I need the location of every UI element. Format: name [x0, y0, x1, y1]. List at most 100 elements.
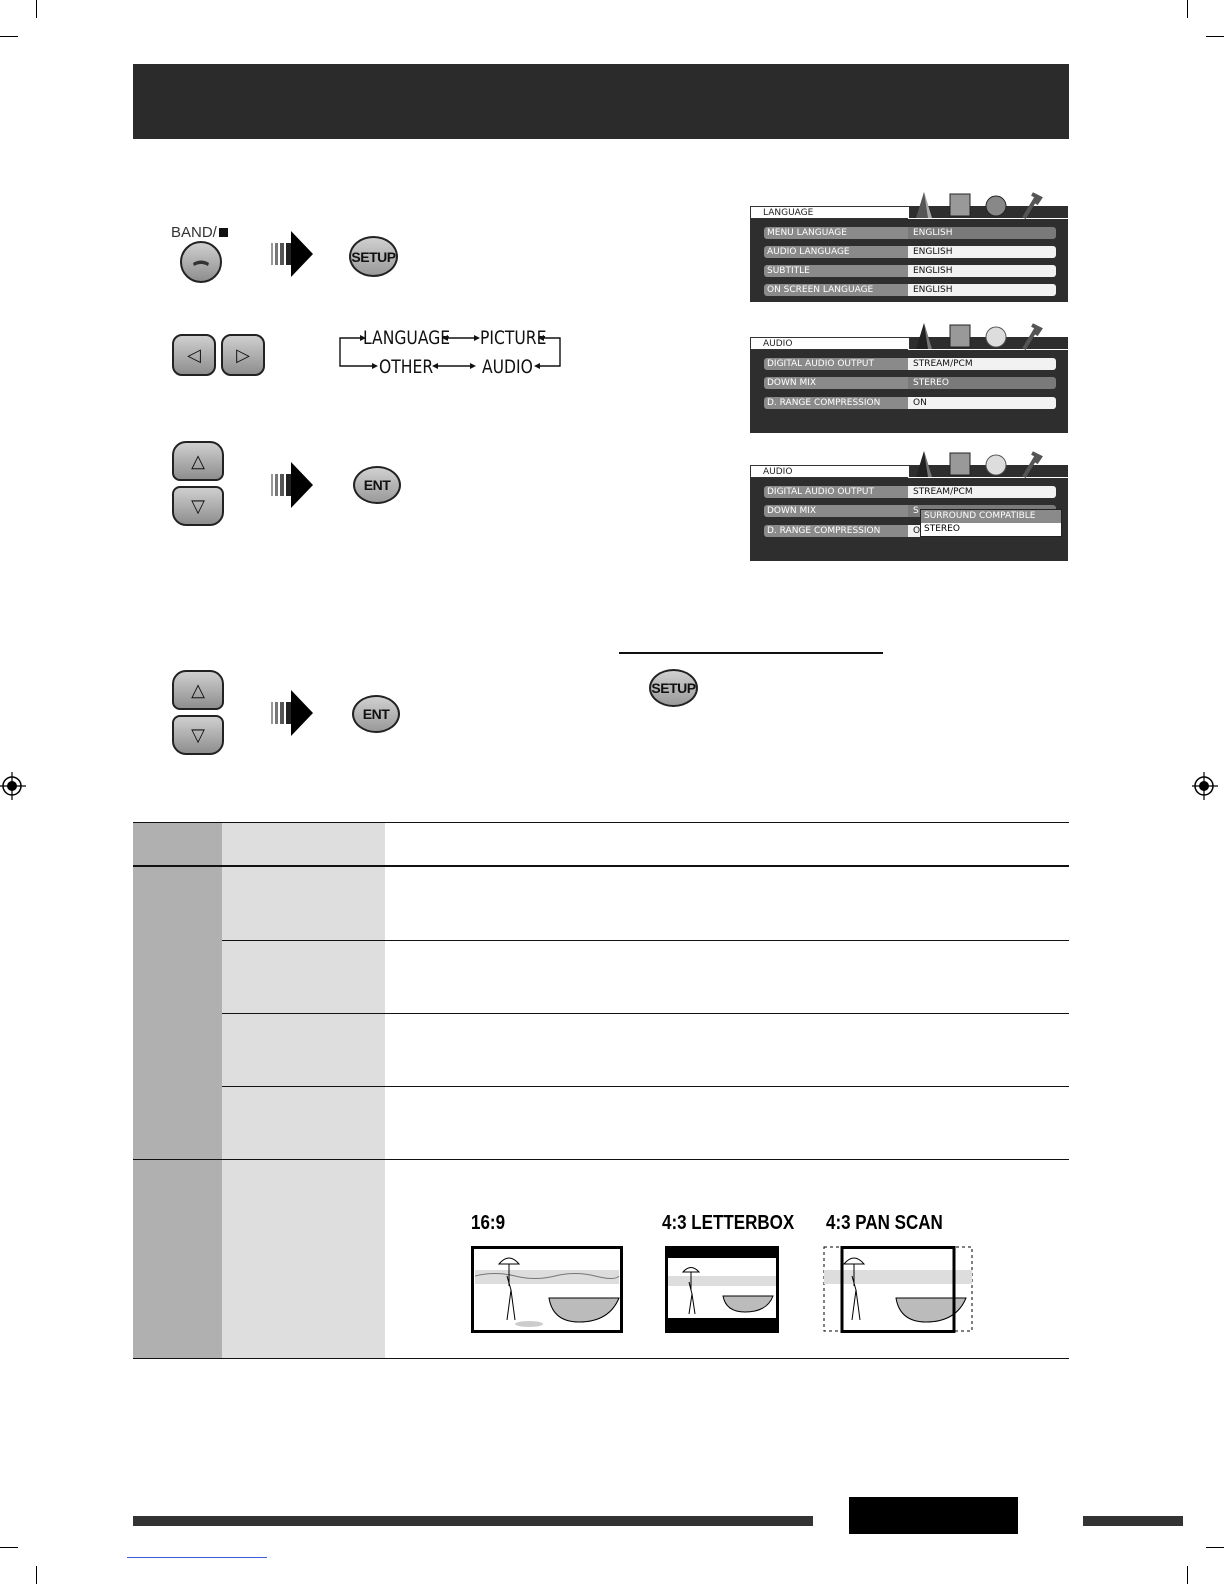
- osd-row-value: STREAM/PCM: [908, 486, 1056, 498]
- ent-button[interactable]: ENT: [353, 466, 401, 504]
- next-arrow-icon: [271, 231, 313, 277]
- osd-row-value: ENGLISH: [908, 246, 1056, 258]
- table-rule: [133, 822, 1069, 823]
- table-rule: [133, 865, 1069, 867]
- cycle-other: OTHER: [379, 356, 434, 378]
- beach-scene-letterbox-image: [665, 1246, 779, 1333]
- cycle-arrows-icon: [339, 335, 561, 369]
- osd-row-key: DOWN MIX: [764, 377, 908, 389]
- osd-row-value: STEREO: [908, 377, 1056, 389]
- table-rule: [133, 1159, 1069, 1160]
- cycle-picture: PICTURE: [480, 327, 547, 349]
- dropdown-option[interactable]: SURROUND COMPATIBLE: [921, 510, 1061, 523]
- osd-row-key: SUBTITLE: [764, 265, 908, 277]
- table-col2-header: [222, 822, 385, 866]
- osd-row-value: ON: [908, 397, 1056, 409]
- crop-mark: [1206, 1547, 1224, 1548]
- aspect-label-16-9: 16:9: [471, 1212, 506, 1234]
- left-triangle-icon: ◁: [187, 344, 201, 365]
- down-button[interactable]: ▽: [172, 715, 224, 755]
- right-triangle-icon: ▷: [236, 344, 250, 365]
- table-col1: [133, 866, 222, 1358]
- band-label-text: BAND/: [171, 224, 217, 241]
- crop-mark: [0, 1547, 18, 1548]
- osd-row-key: DOWN MIX: [764, 505, 908, 517]
- registration-mark-icon: [0, 772, 26, 800]
- setup-button[interactable]: SETUP: [649, 669, 698, 707]
- next-arrow-icon: [271, 690, 313, 736]
- up-button[interactable]: △: [172, 441, 224, 481]
- osd-row-value: ENGLISH: [908, 265, 1056, 277]
- up-triangle-icon: △: [191, 450, 205, 471]
- crop-mark: [1187, 0, 1188, 18]
- osd-divider: [908, 218, 1068, 219]
- osd-tab-label: AUDIO: [750, 465, 910, 478]
- table-col2: [222, 866, 385, 1358]
- registration-mark-icon: [1192, 772, 1218, 800]
- stop-icon: [218, 228, 228, 237]
- aspect-label-panscan: 4:3 PAN SCAN: [826, 1212, 943, 1234]
- crop-mark: [1206, 36, 1224, 37]
- osd-row-key: DIGITAL AUDIO OUTPUT: [764, 486, 908, 498]
- page-number-block: [849, 1497, 1018, 1534]
- footer-rule-left: [133, 1516, 813, 1526]
- osd-divider: [908, 477, 1068, 478]
- dropdown-option[interactable]: STEREO: [924, 524, 960, 534]
- table-rule: [222, 1013, 1069, 1014]
- setup-menu-icons: [916, 192, 1043, 220]
- osd-row-key: AUDIO LANGUAGE: [764, 246, 908, 258]
- note-divider: [619, 652, 883, 654]
- setup-menu-icons: [916, 451, 1043, 479]
- footer-rule-right: [1083, 1516, 1183, 1526]
- beach-scene-16-9-image: [471, 1246, 623, 1333]
- setup-menu-icons: [916, 323, 1043, 351]
- aspect-label-letterbox: 4:3 LETTERBOX: [662, 1212, 795, 1234]
- band-button[interactable]: [180, 241, 222, 283]
- osd-divider: [908, 349, 1068, 350]
- osd-row-value: STREAM/PCM: [908, 358, 1056, 370]
- crop-mark: [36, 0, 37, 18]
- cycle-language: LANGUAGE: [363, 327, 451, 349]
- crop-mark: [0, 36, 18, 37]
- footer-link-underline: [127, 1557, 267, 1558]
- table-col1-header: [133, 822, 222, 866]
- osd-tab-label: LANGUAGE: [750, 206, 910, 219]
- table-rule: [133, 1358, 1069, 1359]
- crop-mark: [1187, 1566, 1188, 1584]
- osd-row-key: D. RANGE COMPRESSION: [764, 397, 908, 409]
- phone-icon: [193, 260, 209, 266]
- up-button[interactable]: △: [172, 670, 224, 710]
- osd-row-key: ON SCREEN LANGUAGE: [764, 284, 908, 296]
- up-triangle-icon: △: [191, 679, 205, 700]
- setup-button[interactable]: SETUP: [349, 236, 398, 277]
- down-triangle-icon: ▽: [191, 495, 205, 516]
- left-button[interactable]: ◁: [172, 334, 216, 376]
- down-mix-dropdown[interactable]: SURROUND COMPATIBLE STEREO: [920, 509, 1062, 537]
- osd-row-key: MENU LANGUAGE: [764, 227, 908, 239]
- down-button[interactable]: ▽: [172, 486, 224, 526]
- osd-row-value: ENGLISH: [908, 227, 1056, 239]
- right-button[interactable]: ▷: [221, 334, 265, 376]
- down-triangle-icon: ▽: [191, 724, 205, 745]
- osd-row-key: D. RANGE COMPRESSION: [764, 525, 908, 537]
- beach-scene-panscan-image: [823, 1246, 973, 1333]
- next-arrow-icon: [271, 462, 313, 508]
- ent-button[interactable]: ENT: [352, 695, 400, 733]
- band-label: BAND/: [171, 224, 228, 241]
- crop-mark: [36, 1566, 37, 1584]
- osd-row-value: ENGLISH: [908, 284, 1056, 296]
- osd-row-key: DIGITAL AUDIO OUTPUT: [764, 358, 908, 370]
- cycle-audio: AUDIO: [482, 356, 533, 378]
- osd-tab-label: AUDIO: [750, 337, 910, 350]
- table-rule: [222, 940, 1069, 941]
